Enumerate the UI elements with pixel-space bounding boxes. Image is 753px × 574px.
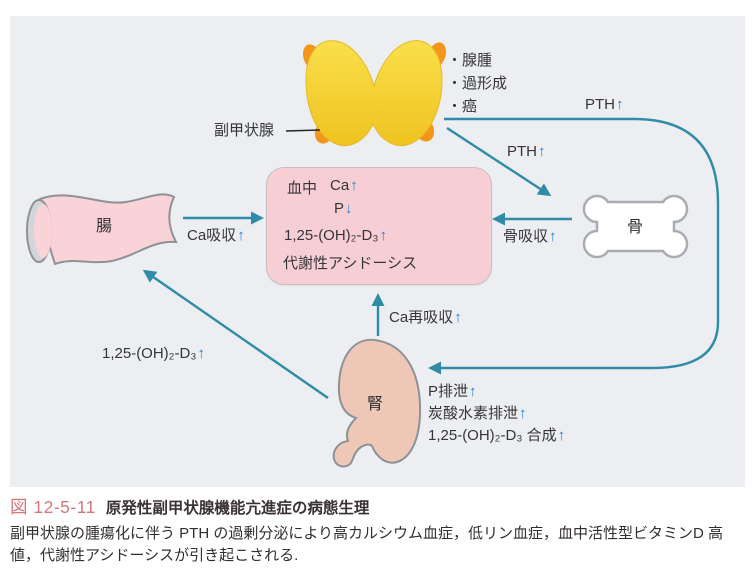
label-text: 炭酸水素排泄 bbox=[428, 405, 519, 422]
label-text: P排泄 bbox=[428, 383, 469, 400]
label-bone-resorption: 骨吸収↑ bbox=[503, 228, 557, 246]
arrow-vitd-to-intestine bbox=[142, 269, 329, 399]
flow-arrows bbox=[142, 117, 720, 399]
label-bone: 骨 bbox=[627, 219, 644, 236]
label-text: PTH bbox=[585, 96, 615, 113]
up-arrow-icon: ↑ bbox=[616, 96, 624, 113]
kidney-body bbox=[332, 338, 422, 468]
figure-title: 原発性副甲状腺機能亢進症の病態生理 bbox=[105, 500, 370, 517]
up-arrow-icon: ↑ bbox=[549, 228, 557, 245]
label-ca-absorption: Ca吸収↑ bbox=[187, 227, 245, 245]
list-item: ・腺腫 bbox=[447, 52, 493, 69]
label-text: 1,25-(OH)₂-D₃ 合成 bbox=[428, 427, 557, 444]
blood-acidosis: 代謝性アシドーシス bbox=[283, 255, 418, 272]
caption-header: 図 12-5-11 原発性副甲状腺機能亢進症の病態生理 bbox=[10, 494, 747, 519]
label-intestine: 腸 bbox=[96, 218, 113, 235]
arrow-pth-to-bone bbox=[446, 126, 552, 197]
arrow-pth-to-kidney bbox=[428, 117, 720, 375]
label-text: PTH bbox=[507, 143, 537, 160]
label-ca-reabsorption: Ca再吸収↑ bbox=[389, 309, 462, 327]
label-p-excretion: P排泄↑ bbox=[428, 383, 477, 401]
kidney-illustration bbox=[332, 338, 422, 468]
intestine-body bbox=[38, 193, 178, 266]
figure-number: 図 12-5-11 bbox=[10, 497, 96, 517]
thyroid-body bbox=[305, 40, 443, 147]
figure-description: 副甲状腺の腫瘍化に伴う PTH の過剰分泌により高カルシウム血症，低リン血症，血… bbox=[10, 525, 724, 564]
label-parathyroid: 副甲状腺 bbox=[214, 122, 275, 139]
up-arrow-icon: ↑ bbox=[557, 427, 566, 444]
up-arrow-icon: ↑ bbox=[350, 177, 358, 194]
list-item: ・過形成 bbox=[447, 75, 508, 92]
intestine-opening-inner bbox=[34, 204, 52, 258]
label-text: P bbox=[334, 200, 345, 217]
up-arrow-icon: ↑ bbox=[519, 405, 527, 422]
label-kidney: 腎 bbox=[367, 396, 384, 413]
blood-vitd: 1,25-(OH)₂-D₃↑ bbox=[284, 227, 387, 244]
parathyroid-pointer-line bbox=[285, 129, 321, 132]
thyroid-illustration bbox=[302, 40, 447, 147]
label-text: Ca再吸収 bbox=[389, 309, 454, 326]
blood-status-box: 血中 Ca↑ P↓ 1,25-(OH)₂-D₃↑ 代謝性アシドーシス bbox=[266, 167, 492, 285]
blood-p: P↓ bbox=[334, 200, 353, 217]
up-arrow-icon: ↑ bbox=[379, 227, 387, 244]
up-arrow-icon: ↑ bbox=[197, 345, 205, 362]
up-arrow-icon: ↑ bbox=[469, 383, 477, 400]
label-text: Ca吸収 bbox=[187, 227, 237, 244]
label-bicarb-excretion: 炭酸水素排泄↑ bbox=[428, 405, 527, 423]
blood-label: 血中 bbox=[287, 180, 318, 197]
up-arrow-icon: ↑ bbox=[237, 227, 245, 244]
thyroid-pathology-list: ・腺腫 ・過形成 ・癌 bbox=[447, 49, 507, 118]
up-arrow-icon: ↑ bbox=[538, 143, 546, 160]
up-arrow-icon: ↑ bbox=[454, 309, 462, 326]
label-text: 骨吸収 bbox=[503, 228, 549, 245]
bone-illustration bbox=[582, 194, 689, 259]
figure-caption: 図 12-5-11 原発性副甲状腺機能亢進症の病態生理 副甲状腺の腫瘍化に伴う … bbox=[10, 494, 747, 567]
down-arrow-icon: ↓ bbox=[345, 200, 353, 217]
intestine-illustration bbox=[26, 193, 178, 266]
label-text: Ca bbox=[330, 177, 350, 194]
label-vitd-synthesis: 1,25-(OH)₂-D₃ 合成↑ bbox=[428, 427, 565, 445]
label-text: 1,25-(OH)₂-D₃ bbox=[284, 227, 379, 244]
list-item: ・癌 bbox=[447, 98, 478, 115]
blood-ca: Ca↑ bbox=[330, 177, 358, 194]
label-text: 1,25-(OH)₂-D₃ bbox=[102, 345, 197, 362]
label-vitd-to-intestine: 1,25-(OH)₂-D₃↑ bbox=[102, 345, 205, 363]
label-pth-to-kidney: PTH↑ bbox=[585, 96, 624, 114]
label-pth-to-bone: PTH↑ bbox=[507, 143, 546, 161]
